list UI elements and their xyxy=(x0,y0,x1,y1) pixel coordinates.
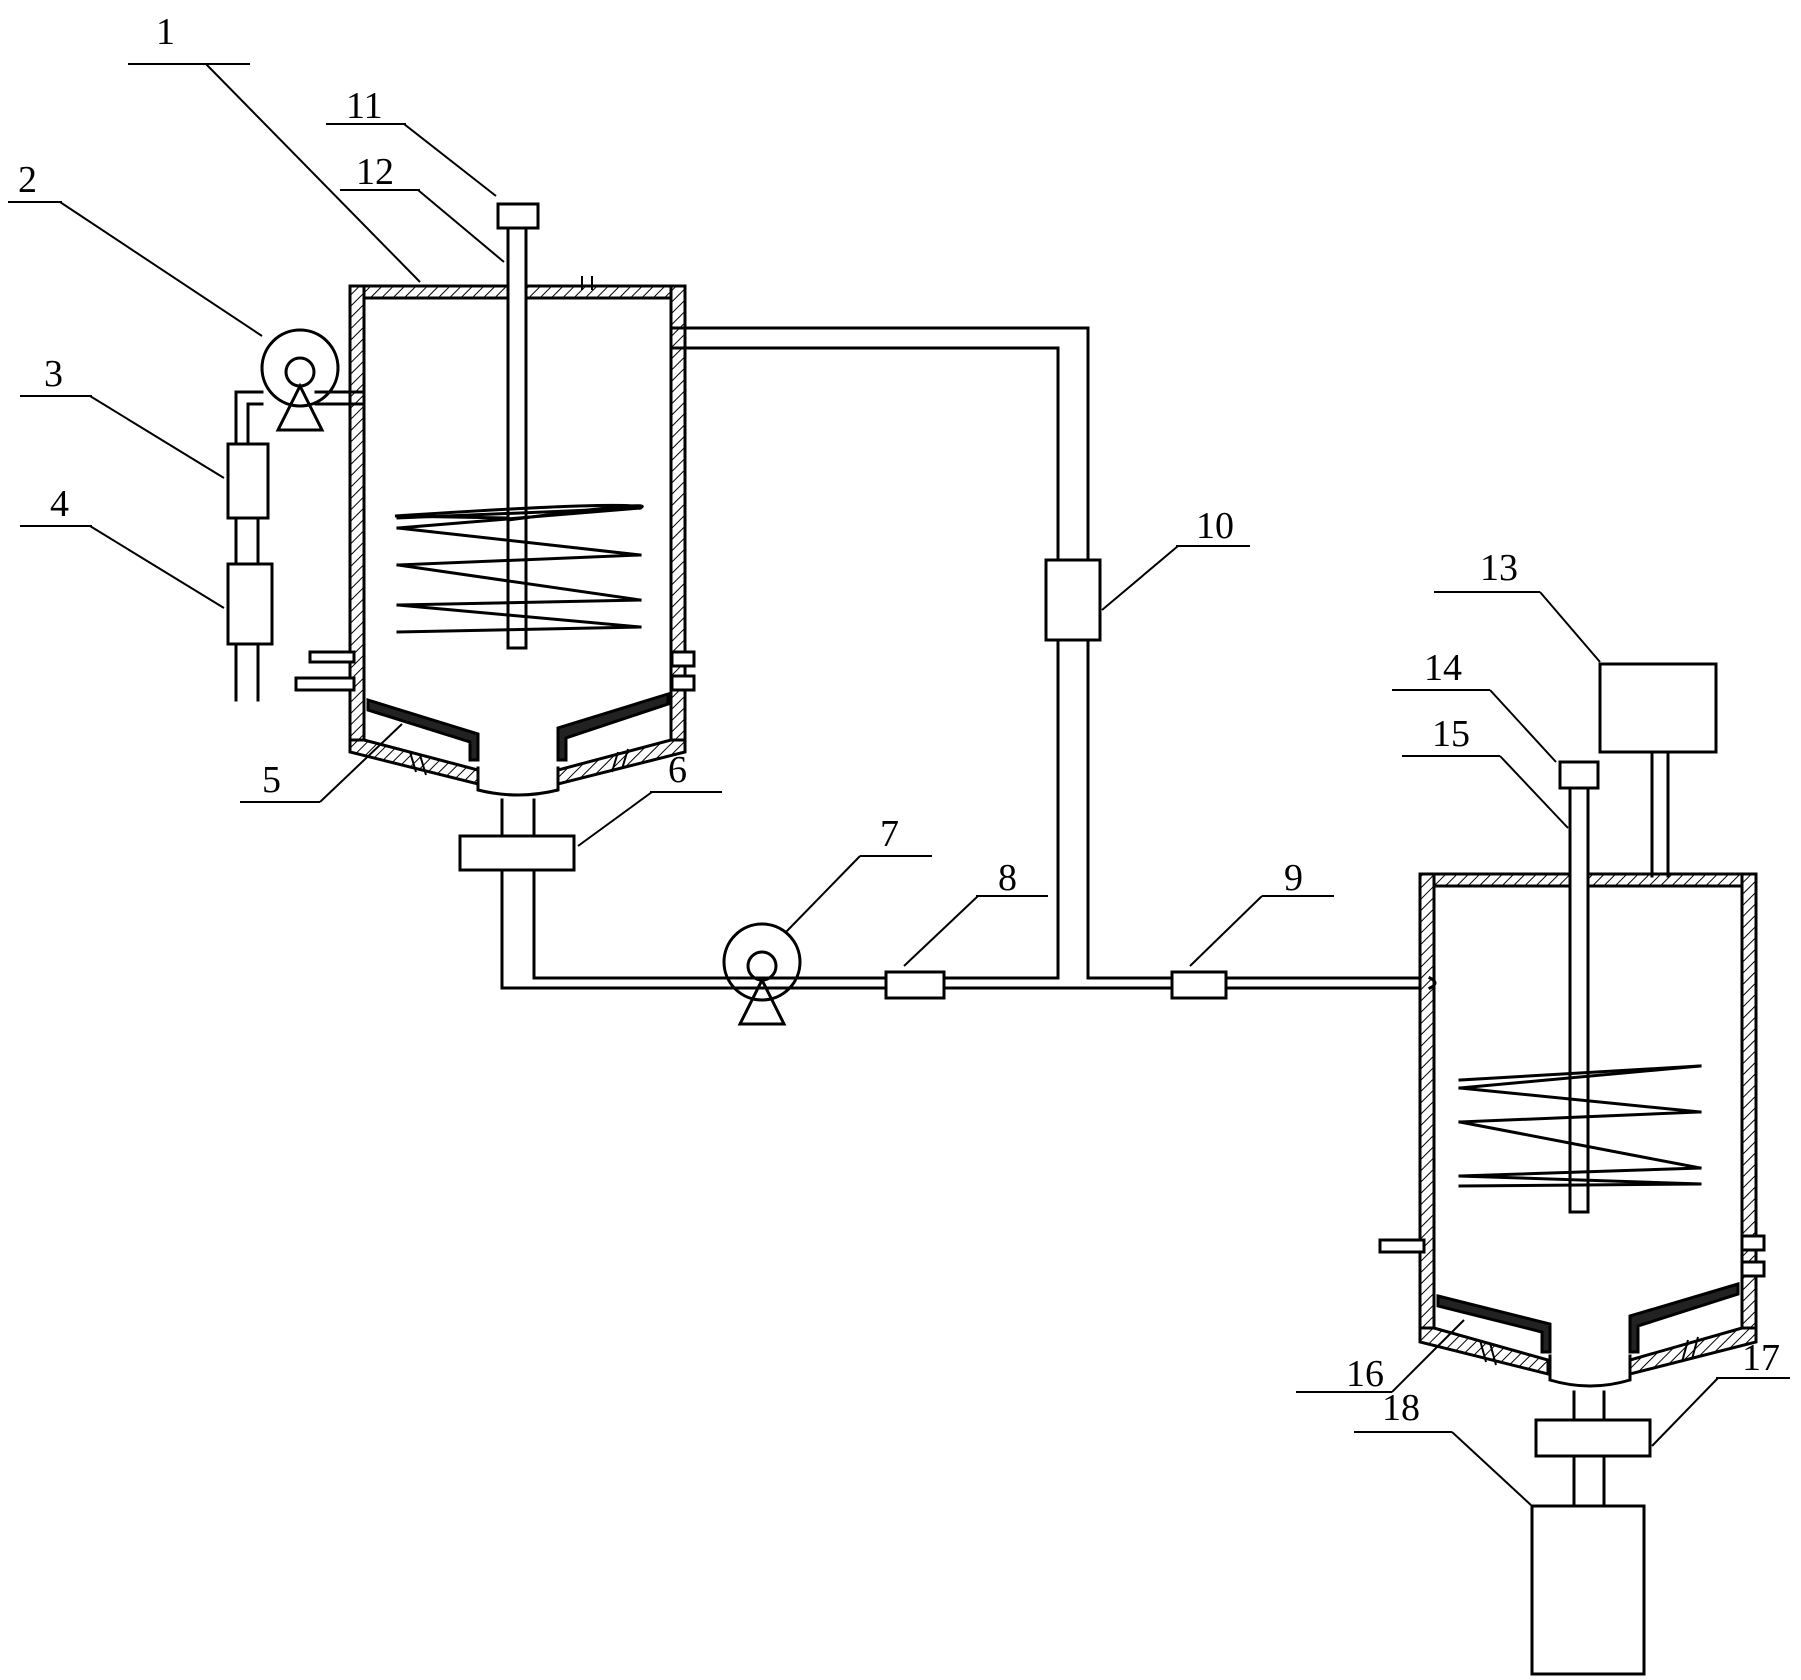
stirrer-motor-11 xyxy=(496,202,540,230)
callout-1: 1 xyxy=(156,11,175,53)
callout-17: 17 xyxy=(1742,1337,1780,1379)
helix-blade-4 xyxy=(396,603,642,629)
callout-11: 11 xyxy=(346,85,383,127)
callout-4: 4 xyxy=(50,483,69,525)
tank1-outlet-nozzle xyxy=(476,766,560,797)
tank1-right-nozzle-lower xyxy=(670,674,696,692)
transfer-pump-7 xyxy=(722,922,802,1002)
callout-6: 6 xyxy=(668,749,687,791)
callout-18: 18 xyxy=(1382,1387,1420,1429)
tank1-heater-left xyxy=(366,697,480,762)
valve-9 xyxy=(1170,970,1228,1000)
callout-10: 10 xyxy=(1196,505,1234,547)
discharge-valve-6 xyxy=(458,834,576,872)
stirrer-2 xyxy=(1458,760,1702,1214)
valve-4 xyxy=(226,562,274,646)
stirrer-shaft-12 xyxy=(506,226,528,650)
tank1-heater-right xyxy=(556,691,670,762)
stirrer-motor-14 xyxy=(1558,760,1600,790)
tank2-side-nozzle xyxy=(1378,1238,1426,1254)
filter-3 xyxy=(226,442,270,520)
callout-14: 14 xyxy=(1424,647,1462,689)
tank1-cone-right-wall xyxy=(556,738,687,786)
reactor-tank-2 xyxy=(1378,872,1766,1388)
callout-5: 5 xyxy=(262,759,281,801)
callout-13: 13 xyxy=(1480,547,1518,589)
tank1-right-nozzle-upper xyxy=(670,650,696,668)
unit-13 xyxy=(1598,662,1718,878)
callout-16: 16 xyxy=(1346,1353,1384,1395)
callout-15: 15 xyxy=(1432,713,1470,755)
discharge-valve-17 xyxy=(1534,1418,1652,1458)
callout-3: 3 xyxy=(44,353,63,395)
valve-8 xyxy=(884,970,946,1000)
helix-blade-1 xyxy=(396,506,642,520)
stirrer-1 xyxy=(394,202,644,650)
reactor-tank-1 xyxy=(294,276,696,797)
helix-blade-2 xyxy=(396,526,642,557)
callouts: 1 2 3 4 5 6 7 8 9 10 xyxy=(8,11,1790,1507)
callout-12: 12 xyxy=(356,151,394,193)
receiver-18 xyxy=(1530,1504,1646,1676)
tank1-side-nozzle-lower xyxy=(294,676,356,692)
stirrer-shaft-15 xyxy=(1568,786,1590,1214)
feed-line xyxy=(226,328,366,702)
tank2-outlet-nozzle xyxy=(1548,1354,1632,1388)
callout-7: 7 xyxy=(880,813,899,855)
tank1-side-nozzle-upper xyxy=(308,650,356,664)
tank2-heater-left xyxy=(1436,1294,1552,1354)
box-13 xyxy=(1598,662,1718,754)
tank2-left-wall xyxy=(1418,872,1436,1336)
tank2-discharge xyxy=(1530,1390,1652,1676)
callout-8: 8 xyxy=(998,857,1017,899)
recirculation-loop xyxy=(670,326,1102,980)
valve-10 xyxy=(1044,558,1102,642)
callout-9: 9 xyxy=(1284,857,1303,899)
callout-2: 2 xyxy=(18,159,37,201)
transfer-line xyxy=(458,798,1432,1026)
helix-blade-3 xyxy=(396,563,642,602)
feed-pump-2 xyxy=(260,328,340,408)
tank2-heater-right xyxy=(1628,1281,1740,1354)
